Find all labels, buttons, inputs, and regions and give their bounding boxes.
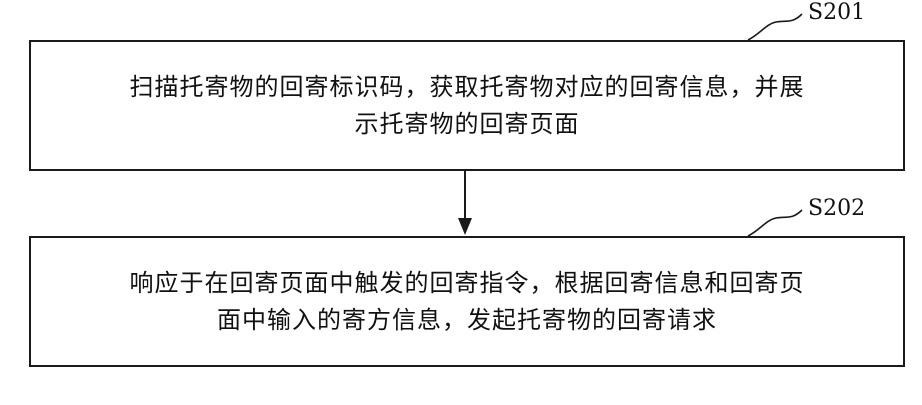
s201-leader-line [748, 14, 802, 40]
step-s202-text: 响应于在回寄页面中触发的回寄指令，根据回寄信息和回寄页 面中输入的寄方信息，发起… [130, 265, 805, 339]
step-s201-line-2: 示托寄物的回寄页面 [130, 106, 805, 143]
step-s201-text: 扫描托寄物的回寄标识码，获取托寄物对应的回寄信息，并展 示托寄物的回寄页面 [130, 69, 805, 143]
step-s202-line-1: 响应于在回寄页面中触发的回寄指令，根据回寄信息和回寄页 [130, 265, 805, 302]
step-s202-box: 响应于在回寄页面中触发的回寄指令，根据回寄信息和回寄页 面中输入的寄方信息，发起… [29, 236, 905, 367]
step-s202-line-2: 面中输入的寄方信息，发起托寄物的回寄请求 [130, 302, 805, 339]
s202-leader-line [748, 210, 802, 236]
step-s202-label: S202 [808, 198, 865, 220]
step-s201-box: 扫描托寄物的回寄标识码，获取托寄物对应的回寄信息，并展 示托寄物的回寄页面 [29, 40, 905, 171]
flow-arrow-head [458, 218, 472, 235]
step-s201-label: S201 [808, 2, 865, 24]
step-s201-line-1: 扫描托寄物的回寄标识码，获取托寄物对应的回寄信息，并展 [130, 69, 805, 106]
